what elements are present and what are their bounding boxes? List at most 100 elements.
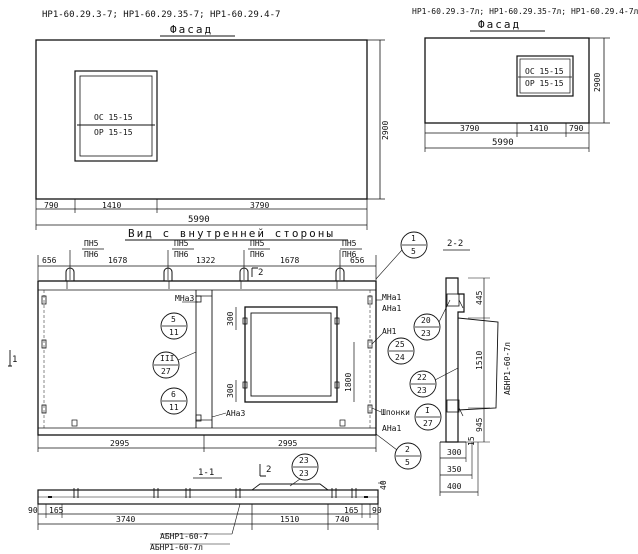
facade-left-dim-c: 3790: [250, 201, 269, 210]
facade-left-dim-total: 5990: [188, 215, 210, 225]
callout-5-11: 5 11: [160, 312, 188, 340]
facade-left-window-lower: ОР 15-15: [94, 128, 133, 137]
facade-left-title: Фасад: [170, 23, 213, 36]
facade-right-title: Фасад: [478, 18, 521, 31]
loop-4-top: ПН5: [342, 239, 357, 248]
section11-dim-90-left: 90: [28, 506, 38, 515]
facade-left-dim-b: 1410: [102, 201, 121, 210]
mark-mna3: МНа3: [175, 294, 194, 303]
inner-dim-1800: 1800: [344, 373, 353, 392]
svg-text:23: 23: [299, 469, 309, 478]
inner-dim-300a: 300: [226, 311, 235, 326]
section11-dim-165-left: 165: [49, 506, 64, 515]
facade-right-window: [516, 55, 574, 97]
section11-dim-740: 740: [335, 515, 350, 524]
loop-4-bottom: ПН6: [342, 250, 357, 259]
callout-25-24: 25 24: [387, 337, 415, 365]
section11-dim-1510: 1510: [280, 515, 299, 524]
loop-2-bottom: ПН6: [174, 250, 189, 259]
section11-dim-165-right: 165: [344, 506, 359, 515]
inner-window-opening: [244, 306, 338, 403]
facade-right-dim-total: 5990: [492, 138, 514, 148]
svg-text:11: 11: [169, 403, 179, 412]
mark-mna1: МНа1: [382, 293, 401, 302]
callout-6-11: 6 11: [160, 387, 188, 415]
section22-dim-350: 350: [447, 465, 462, 474]
section22-dim-445: 445: [475, 290, 484, 305]
callout-i-27: I 27: [414, 403, 442, 431]
callout-1-5: 1 5: [375, 231, 428, 280]
facade-left-dim-a: 790: [44, 201, 59, 210]
section11-cut-num: 2: [266, 465, 271, 475]
callout-2-5: 2 5: [375, 433, 422, 470]
svg-text:11: 11: [169, 328, 179, 337]
loop-1-bottom: ПН6: [84, 250, 99, 259]
section-2-2: 2-2 445 1510 945 15 АБНР1-60-7л 20 23 22…: [409, 239, 512, 496]
facade-left-dim-h: 2900: [381, 121, 390, 140]
section22-title: 2-2: [447, 239, 463, 249]
svg-text:1: 1: [411, 234, 416, 243]
facade-right-dim-c: 790: [569, 124, 584, 133]
svg-text:27: 27: [161, 367, 171, 376]
svg-text:III: III: [160, 354, 175, 363]
facade-right: НР1-60.29.3-7л; НР1-60.29.35-7л; НР1-60.…: [412, 7, 638, 152]
svg-text:23: 23: [299, 456, 309, 465]
mark-ana3: АНа3: [226, 409, 245, 418]
svg-text:25: 25: [395, 340, 405, 349]
facade-right-dim-a: 3790: [460, 124, 479, 133]
svg-text:5: 5: [405, 458, 410, 467]
mark-ana1-bottom: АНа1: [382, 424, 401, 433]
svg-text:I: I: [425, 406, 430, 415]
svg-text:5: 5: [171, 315, 176, 324]
section22-dim-945: 945: [475, 417, 484, 432]
svg-text:2: 2: [405, 445, 410, 454]
loop-3-bottom: ПН6: [250, 250, 265, 259]
inner-panel-outline: [37, 280, 377, 436]
section11-part-b: АБНР1-60-7л: [150, 543, 203, 552]
section11-dim-40: 40: [379, 480, 388, 490]
facade-left-mark: НР1-60.29.3-7; НР1-60.29.35-7; НР1-60.29…: [42, 10, 280, 20]
section-mark-2-top: 2: [258, 268, 263, 278]
inner-bottom-dim-2: 2995: [278, 439, 297, 448]
inner-top-dim-4: 1678: [280, 256, 299, 265]
callout-23-23: 23 23: [289, 453, 319, 487]
facade-right-window-lower: ОР 15-15: [525, 79, 564, 88]
section11-dim-3740: 3740: [116, 515, 135, 524]
section22-dim-300: 300: [447, 448, 462, 457]
inner-top-dim-2: 1678: [108, 256, 127, 265]
facade-left-window: [74, 70, 158, 162]
inner-top-dim-3: 1322: [196, 256, 215, 265]
facade-left: НР1-60.29.3-7; НР1-60.29.35-7; НР1-60.29…: [35, 10, 390, 230]
svg-text:20: 20: [421, 316, 431, 325]
facade-right-mark: НР1-60.29.3-7л; НР1-60.29.35-7л; НР1-60.…: [412, 7, 638, 16]
section-1-1: 1-1 2 23 23 40 90 165 3740 1510: [28, 453, 388, 552]
section22-dim-1510: 1510: [475, 351, 484, 370]
facade-right-dim-h: 2900: [593, 73, 602, 92]
loop-1-top: ПН5: [84, 239, 99, 248]
section22-part-label: АБНР1-60-7л: [503, 342, 512, 395]
svg-text:23: 23: [421, 329, 431, 338]
callout-20-23: 20 23: [413, 299, 451, 341]
svg-text:23: 23: [417, 386, 427, 395]
inner-top-dim-1: 656: [42, 256, 57, 265]
facade-right-outline: [424, 37, 590, 124]
svg-text:24: 24: [395, 353, 405, 362]
svg-text:22: 22: [417, 373, 427, 382]
section22-dim-15: 15: [467, 436, 476, 446]
svg-text:5: 5: [411, 247, 416, 256]
callout-22-23: 22 23: [409, 367, 459, 398]
section11-part-a: АБНР1-60-7: [160, 532, 208, 541]
mark-ana1-top: АНа1: [382, 304, 401, 313]
section11-dim-90-right: 90: [372, 506, 382, 515]
mark-an1: АН1: [382, 327, 397, 336]
svg-text:6: 6: [171, 390, 176, 399]
inner-dim-300b: 300: [226, 383, 235, 398]
callout-iii-27: III 27: [152, 351, 197, 379]
section22-dim-400: 400: [447, 482, 462, 491]
inner-view-title: Вид с внутренней стороны: [128, 227, 335, 240]
mark-shponki: Шпонки: [381, 408, 410, 417]
inner-bottom-dim-1: 2995: [110, 439, 129, 448]
loop-2-top: ПН5: [174, 239, 189, 248]
facade-left-outline: [35, 39, 368, 200]
